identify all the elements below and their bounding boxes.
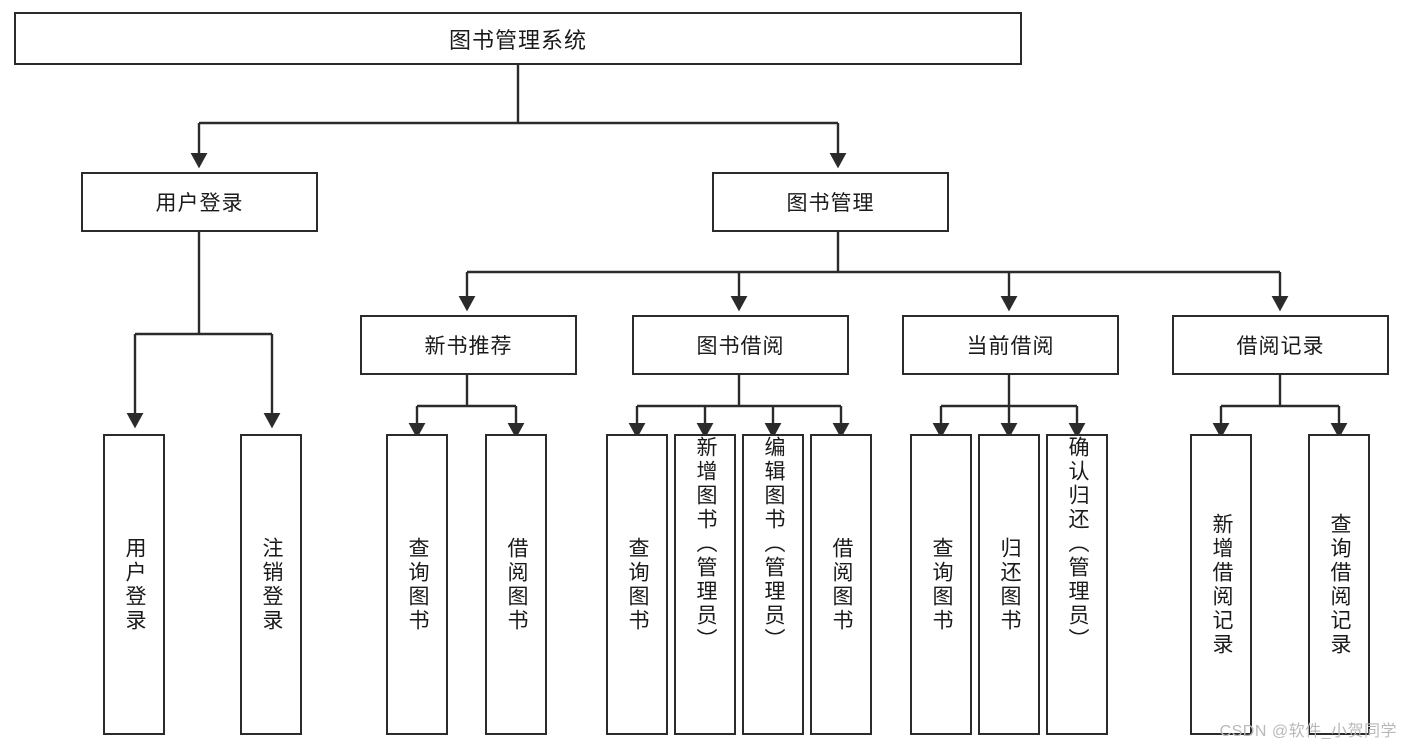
leaf-label: 归还图书 <box>998 536 1022 633</box>
leaf-newbook-query-book[interactable]: 查询图书 <box>386 434 448 735</box>
leaf-borrowbook-add-book-admin[interactable]: 新增图书（管理员） <box>674 434 736 735</box>
node-root-system[interactable]: 图书管理系统 <box>14 12 1022 65</box>
leaf-newbook-borrow-book[interactable]: 借阅图书 <box>485 434 547 735</box>
leaf-borrowrecord-add-record[interactable]: 新增借阅记录 <box>1190 434 1252 735</box>
node-user-login[interactable]: 用户登录 <box>81 172 318 232</box>
leaf-currentborrow-confirm-return-admin[interactable]: 确认归还（管理员） <box>1046 434 1108 735</box>
leaf-user-login-signout[interactable]: 注销登录 <box>240 434 302 735</box>
leaf-label: 编辑图书（管理员） <box>762 436 786 652</box>
leaf-borrowbook-borrow-book[interactable]: 借阅图书 <box>810 434 872 735</box>
leaf-currentborrow-return-book[interactable]: 归还图书 <box>978 434 1040 735</box>
node-label: 新书推荐 <box>424 335 513 358</box>
node-label: 用户登录 <box>155 192 244 215</box>
leaf-label: 借阅图书 <box>505 536 529 633</box>
leaf-label: 查询图书 <box>626 536 650 633</box>
leaf-borrowrecord-query-record[interactable]: 查询借阅记录 <box>1308 434 1370 735</box>
node-borrow-record[interactable]: 借阅记录 <box>1172 315 1389 375</box>
leaf-label: 用户登录 <box>123 536 147 633</box>
leaf-label: 查询图书 <box>406 536 430 633</box>
leaf-label: 借阅图书 <box>830 536 854 633</box>
leaf-label: 新增图书（管理员） <box>694 436 718 652</box>
node-label: 当前借阅 <box>966 335 1055 358</box>
node-book-management[interactable]: 图书管理 <box>712 172 949 232</box>
leaf-borrowbook-edit-book-admin[interactable]: 编辑图书（管理员） <box>742 434 804 735</box>
leaf-label: 查询图书 <box>930 536 954 633</box>
node-label: 图书借阅 <box>696 335 785 358</box>
leaf-label: 查询借阅记录 <box>1328 512 1352 657</box>
watermark-text: CSDN @软件_小贺同学 <box>1219 723 1397 740</box>
node-book-borrow[interactable]: 图书借阅 <box>632 315 849 375</box>
leaf-label: 确认归还（管理员） <box>1066 436 1090 652</box>
node-label: 图书管理系统 <box>448 27 587 53</box>
leaf-currentborrow-query-book[interactable]: 查询图书 <box>910 434 972 735</box>
leaf-label: 新增借阅记录 <box>1210 512 1234 657</box>
node-label: 借阅记录 <box>1236 335 1325 358</box>
node-current-borrow[interactable]: 当前借阅 <box>902 315 1119 375</box>
leaf-label: 注销登录 <box>260 536 284 633</box>
node-label: 图书管理 <box>786 192 875 215</box>
node-new-book-recommend[interactable]: 新书推荐 <box>360 315 577 375</box>
leaf-borrowbook-query-book[interactable]: 查询图书 <box>606 434 668 735</box>
leaf-user-login-signin[interactable]: 用户登录 <box>103 434 165 735</box>
